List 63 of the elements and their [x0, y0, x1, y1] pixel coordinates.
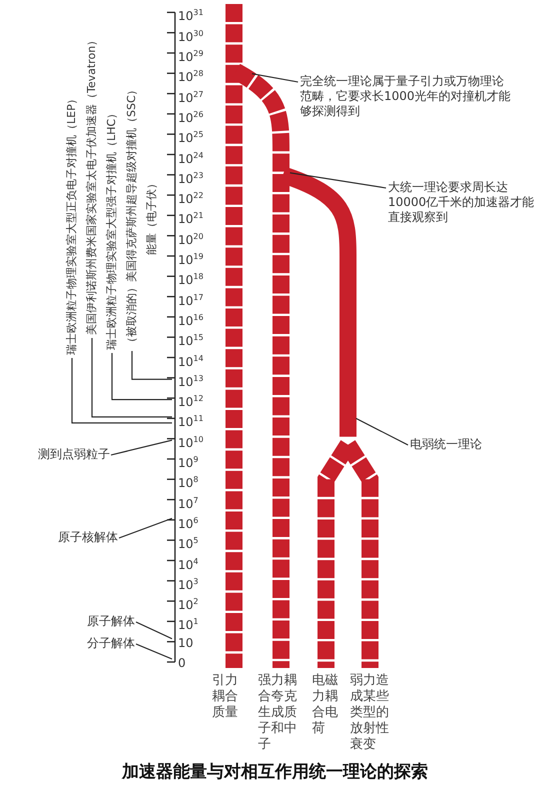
axis-tick-label: 10$^{15}$: [178, 332, 204, 348]
facility-label: 瑞士欧洲粒子物理实验室大型强子对撞机（LHC）: [105, 70, 119, 350]
leader-line: [136, 644, 172, 660]
leader-line: [111, 353, 172, 400]
axis-tick-label: 10$^{23}$: [178, 170, 204, 186]
annotation-text: 原子解体: [75, 614, 135, 629]
axis-tick-label: 10$^{6}$: [178, 514, 198, 531]
axis-title: 能量（电子伏）: [145, 177, 159, 255]
axis-tick-label: 10$^{1}$: [178, 616, 198, 632]
annotation-text: 大统一理论要求周长达10000亿千米的加速器才能直接观察到: [388, 180, 538, 225]
facility-label: 美国伊利诺斯州费米国家实验室太电子伏加速器（Tevatron）: [85, 5, 99, 335]
axis-tick-label: 10$^{4}$: [178, 556, 198, 572]
annotation-text: 分子解体: [75, 636, 135, 651]
axis-tick-label: 10$^{8}$: [178, 474, 198, 490]
facility-label: 瑞士欧洲粒子物理实验室大型正负电子对撞机（LEP）: [65, 35, 79, 355]
annotation-text: 电弱统一理论: [410, 437, 500, 452]
axis-tick-label: 10$^{26}$: [178, 108, 204, 125]
axis-tick-label: 10$^{21}$: [178, 210, 204, 226]
column-label: 电磁力耦合电荷: [312, 673, 339, 737]
axis-tick-label: 10$^{18}$: [178, 271, 204, 288]
column-label: 强力耦合夸克生成质子和中子: [258, 673, 298, 753]
leader-line: [290, 172, 386, 189]
axis-tick-label: 10: [178, 636, 194, 650]
axis-tick-label: 10$^{31}$: [178, 7, 204, 24]
axis-tick-label: 10$^{24}$: [178, 150, 204, 166]
column-label: 引力耦合质量: [212, 673, 239, 721]
gravity-band: [226, 4, 242, 668]
leader-line: [131, 351, 172, 380]
leader-line: [252, 73, 298, 83]
axis-tick-label: 10$^{29}$: [178, 48, 204, 64]
axis-tick-label: 10$^{30}$: [178, 28, 204, 44]
annotation-text: 完全统一理论属于量子引力或万物理论范畴，它要求长1000光年的对撞机才能够探测得到: [300, 74, 515, 119]
axis-tick-label: 10$^{27}$: [178, 88, 204, 105]
axis-tick-label: 10$^{13}$: [178, 372, 204, 389]
axis-tick-label: 10$^{3}$: [178, 576, 198, 592]
axis-tick-label: 0: [178, 656, 186, 670]
axis-tick-label: 10$^{16}$: [178, 312, 204, 328]
axis-tick-label: 10$^{10}$: [178, 432, 204, 450]
axis-tick-label: 10$^{11}$: [178, 412, 204, 430]
diagram-title: 加速器能量与对相互作用统一理论的探索: [120, 761, 429, 783]
axis-tick-label: 10$^{28}$: [178, 68, 204, 84]
column-label: 弱力造成某些类型的放射性衰变: [350, 673, 390, 753]
leader-line: [118, 518, 172, 539]
leader-line: [356, 418, 408, 446]
facility-label: （被取消的）美国得克萨斯州超导超级对撞机（SSC）: [125, 88, 139, 348]
axis-tick-label: 10$^{19}$: [178, 251, 204, 267]
axis-tick-label: 10$^{22}$: [178, 190, 204, 206]
leader-line: [71, 358, 172, 424]
axis-tick-label: 10$^{14}$: [178, 352, 204, 368]
axis-tick-label: 10$^{20}$: [178, 230, 204, 247]
axis-tick-label: 10$^{17}$: [178, 292, 204, 308]
annotation-text: 原子核解体: [48, 530, 118, 545]
annotation-text: 测到点弱粒子: [30, 447, 110, 462]
axis-tick-label: 10$^{25}$: [178, 129, 204, 146]
leader-line: [136, 622, 172, 640]
unification-band: [280, 166, 356, 437]
leader-line: [91, 338, 172, 418]
axis-tick-label: 10$^{9}$: [178, 454, 198, 470]
axis-tick-label: 10$^{5}$: [178, 535, 198, 552]
axis-tick-label: 10$^{2}$: [178, 596, 198, 612]
axis-tick-label: 10$^{12}$: [178, 392, 204, 410]
leader-line: [110, 440, 172, 456]
axis-tick-label: 10$^{7}$: [178, 494, 198, 511]
